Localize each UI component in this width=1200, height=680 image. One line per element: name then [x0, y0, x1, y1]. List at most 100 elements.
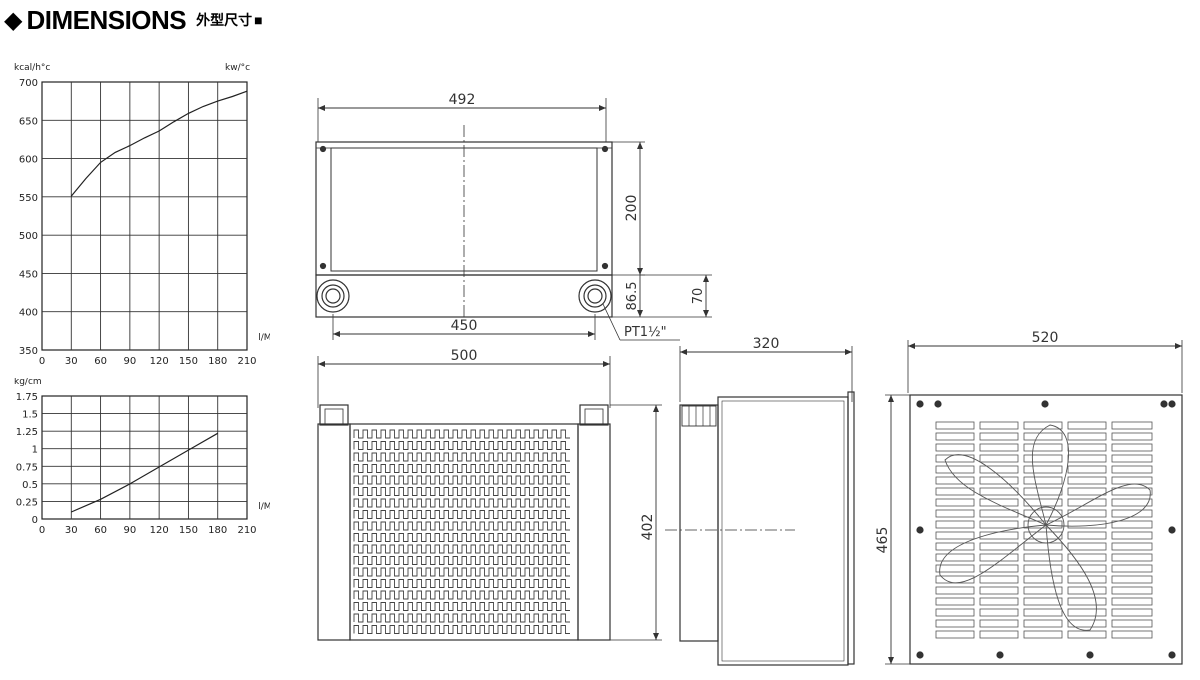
grille-slot: [1111, 476, 1153, 485]
x-tick-label: 150: [179, 525, 198, 536]
arrow-head: [318, 361, 325, 367]
y-tick-label: 1.25: [16, 427, 38, 438]
y-tick-label: 350: [19, 346, 38, 357]
port-core: [325, 288, 341, 304]
arrow-head: [908, 343, 915, 349]
grille-slot: [1023, 575, 1063, 584]
mount-hole: [1168, 651, 1176, 659]
grille-slot: [935, 608, 975, 617]
port-left: [316, 279, 350, 313]
arrow-head: [603, 361, 610, 367]
fan-view: 520 465: [875, 330, 1183, 665]
page-title: DIMENSIONS: [26, 4, 187, 35]
diamond-marker-icon: ◆: [4, 6, 23, 34]
grille-slot: [979, 619, 1019, 628]
grille-slot: [1067, 619, 1107, 628]
x-tick-label: 90: [123, 356, 136, 367]
grille-slot: [979, 553, 1019, 562]
fin-row: [353, 487, 570, 496]
fan-blade: [939, 524, 1048, 584]
fin-row: [353, 590, 570, 600]
arrow-head: [888, 657, 894, 664]
grille-slot: [1023, 586, 1063, 595]
arrow-head: [653, 405, 659, 412]
port-right: [578, 279, 612, 313]
cooler-drawing: 492: [315, 92, 1183, 666]
grille-slot: [935, 454, 975, 463]
grille-slot: [935, 498, 975, 507]
arrow-head: [845, 349, 852, 355]
y-tick-label: 0.5: [22, 480, 38, 491]
grille-slot: [1111, 564, 1153, 573]
grille-slot: [935, 487, 975, 496]
grille-slot: [979, 586, 1019, 595]
fin-row: [353, 464, 570, 473]
port-inner: [321, 284, 345, 308]
x-tick-label: 30: [65, 525, 78, 536]
port-thread: [324, 408, 344, 426]
grille-slot: [1023, 421, 1063, 430]
grille-slot: [1023, 487, 1063, 496]
mount-hole: [916, 526, 924, 534]
mount-hole: [1086, 651, 1094, 659]
grille-slot: [979, 443, 1019, 452]
thread-label: PT1½": [624, 325, 667, 340]
mount-flange: [847, 391, 855, 665]
grille-slot: [979, 498, 1019, 507]
grille-slot: [979, 608, 1019, 617]
fin-row: [353, 429, 570, 439]
y-unit-label-right: kw/°c: [225, 63, 250, 73]
dim-label-320: 320: [753, 336, 780, 352]
grille-slot: [1067, 542, 1107, 551]
fin-row: [353, 452, 570, 462]
grille-slot: [935, 421, 975, 430]
grille-slot: [979, 630, 1019, 639]
grille-slot: [1023, 520, 1063, 529]
x-tick-label: 150: [179, 356, 198, 367]
series-line: [70, 90, 248, 197]
x-tick-label: 60: [94, 356, 107, 367]
fin-row: [353, 498, 570, 508]
mount-hole: [916, 651, 924, 659]
x-tick-label: 60: [94, 525, 107, 536]
square-marker-icon: ■: [254, 12, 263, 28]
grille-slot: [935, 597, 975, 606]
y-unit-label-left: kcal/h°c: [14, 63, 50, 73]
fin-row: [353, 510, 570, 519]
grille-slot: [1067, 630, 1107, 639]
arrow-head: [588, 331, 595, 337]
y-tick-label: 0: [32, 515, 38, 526]
fin-row: [353, 556, 570, 565]
y-tick-label: 0.25: [16, 497, 38, 508]
grille-slot: [935, 531, 975, 540]
page-subtitle-cn: 外型尺寸: [196, 13, 253, 29]
grille-slot: [1023, 498, 1063, 507]
grille-slot: [1111, 443, 1153, 452]
y-tick-label: 1: [32, 445, 38, 456]
bolt-hole: [319, 262, 327, 270]
grille-slot: [1111, 608, 1153, 617]
fin-row: [353, 602, 570, 611]
grille-slot: [1111, 542, 1153, 551]
grille-slot: [1111, 454, 1153, 463]
dim-label-70: 70: [691, 288, 706, 305]
grille-slot: [935, 520, 975, 529]
port-outer: [578, 279, 612, 313]
grille-slot: [935, 553, 975, 562]
mount-hole: [916, 400, 924, 408]
y-tick-label: 400: [19, 308, 38, 319]
mount-hole: [1168, 526, 1176, 534]
fin-row: [353, 567, 570, 577]
x-tick-label: 0: [39, 356, 45, 367]
fin-row: [353, 579, 570, 588]
arrow-head: [333, 331, 340, 337]
grille-slot: [1023, 432, 1063, 441]
grille-slot: [979, 487, 1019, 496]
fin-row: [353, 475, 570, 485]
grille-slot: [1067, 476, 1107, 485]
fin-pattern: [353, 429, 570, 634]
grille-slot: [1067, 487, 1107, 496]
arrow-head: [703, 310, 709, 317]
port-inner: [583, 284, 607, 308]
